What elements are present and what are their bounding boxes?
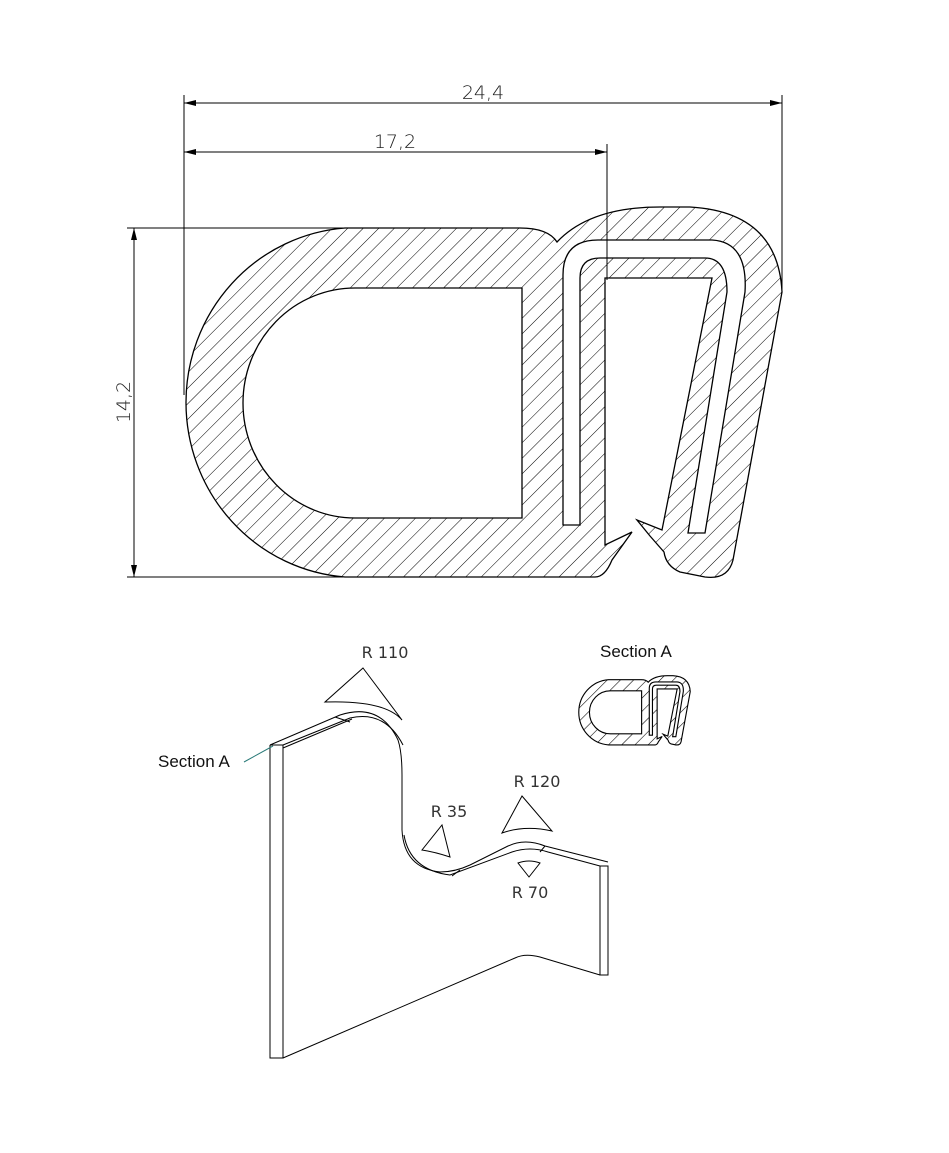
- dimension-label: 17,2: [374, 131, 416, 153]
- section-pointer-label: Section A: [158, 752, 230, 771]
- section-leader-line: [243, 745, 274, 763]
- svg-text:R 35: R 35: [431, 802, 468, 821]
- section-title: Section A: [600, 642, 672, 661]
- radius-marker-r120: R 120: [500, 772, 561, 834]
- section-a-thumbnail: [578, 675, 691, 746]
- svg-text:R 70: R 70: [512, 883, 549, 902]
- radius-marker-r35: R 35: [421, 802, 468, 858]
- dimension-height: 14,2: [113, 227, 345, 578]
- dimension-overall-width: 24,4: [183, 82, 783, 395]
- dimension-clip-width: 17,2: [184, 131, 608, 280]
- profile-cross-section: [185, 206, 783, 579]
- radius-marker-r110: R 110: [323, 643, 409, 721]
- svg-text:R 110: R 110: [362, 643, 409, 662]
- svg-text:R 120: R 120: [514, 772, 561, 791]
- bent-strip-isometric: [269, 711, 609, 1059]
- dimension-label: 24,4: [462, 82, 504, 104]
- dimension-label: 14,2: [113, 381, 135, 423]
- radius-marker-r70: R 70: [512, 860, 549, 902]
